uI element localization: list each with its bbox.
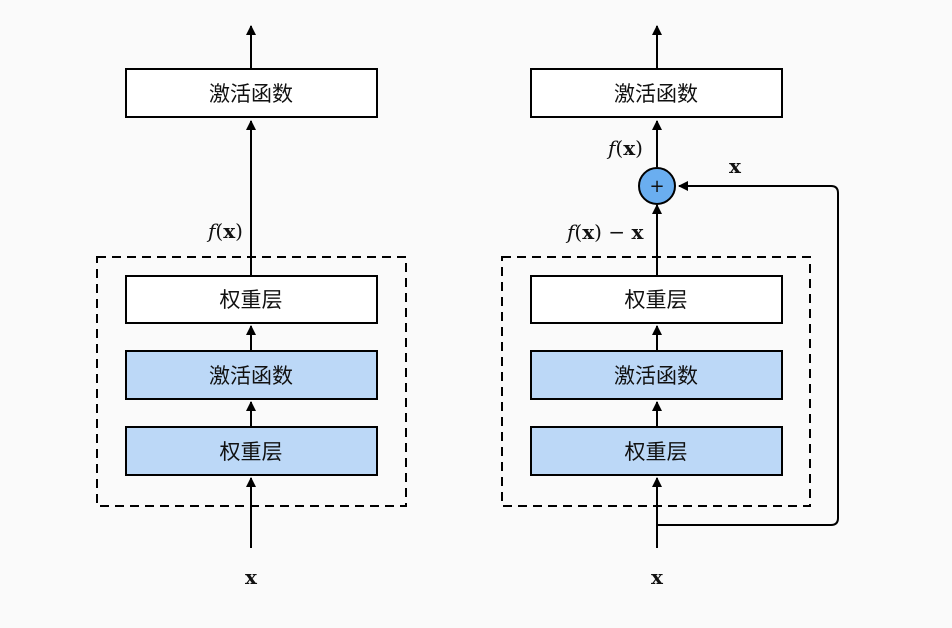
weight-layer-bottom-box: 权重层 [125,426,378,476]
residual-output-activation-box: 激活函数 [530,68,783,118]
input-x-label: x [245,565,258,589]
residual-fx-minus-x-label: f(x) − x [565,220,644,244]
residual-weight-layer-bottom-label: 权重层 [625,440,688,464]
residual-weight-layer-top-box: 权重层 [530,275,783,324]
activation-layer-label: 激活函数 [209,364,293,388]
residual-fx-label: f(x) [606,136,643,160]
fx-label: f(x) [206,219,243,243]
output-activation-label: 激活函数 [209,82,293,106]
weight-layer-top-label: 权重层 [220,288,283,312]
skip-x-label: x [729,154,742,178]
residual-output-activation-label: 激活函数 [614,82,698,106]
residual-weight-layer-top-label: 权重层 [625,288,688,312]
output-activation-box: 激活函数 [125,68,378,118]
residual-activation-layer-box: 激活函数 [530,350,783,400]
weight-layer-top-box: 权重层 [125,275,378,324]
adder-node: + [638,167,676,205]
adder-circle [638,167,676,205]
residual-input-x-label: x [651,565,664,589]
residual-activation-layer-label: 激活函数 [614,364,698,388]
weight-layer-bottom-label: 权重层 [220,440,283,464]
skip-connection-arrow [657,181,839,526]
adder-plus-symbol: + [649,176,664,197]
activation-layer-box: 激活函数 [125,350,378,400]
residual-block: 激活函数 权重层 激活函数 权重层 + f(x) f(x) − x x x [501,25,839,589]
residual-weight-layer-bottom-box: 权重层 [530,426,783,476]
regular-block: 激活函数 权重层 激活函数 权重层 f(x) x [96,25,407,589]
